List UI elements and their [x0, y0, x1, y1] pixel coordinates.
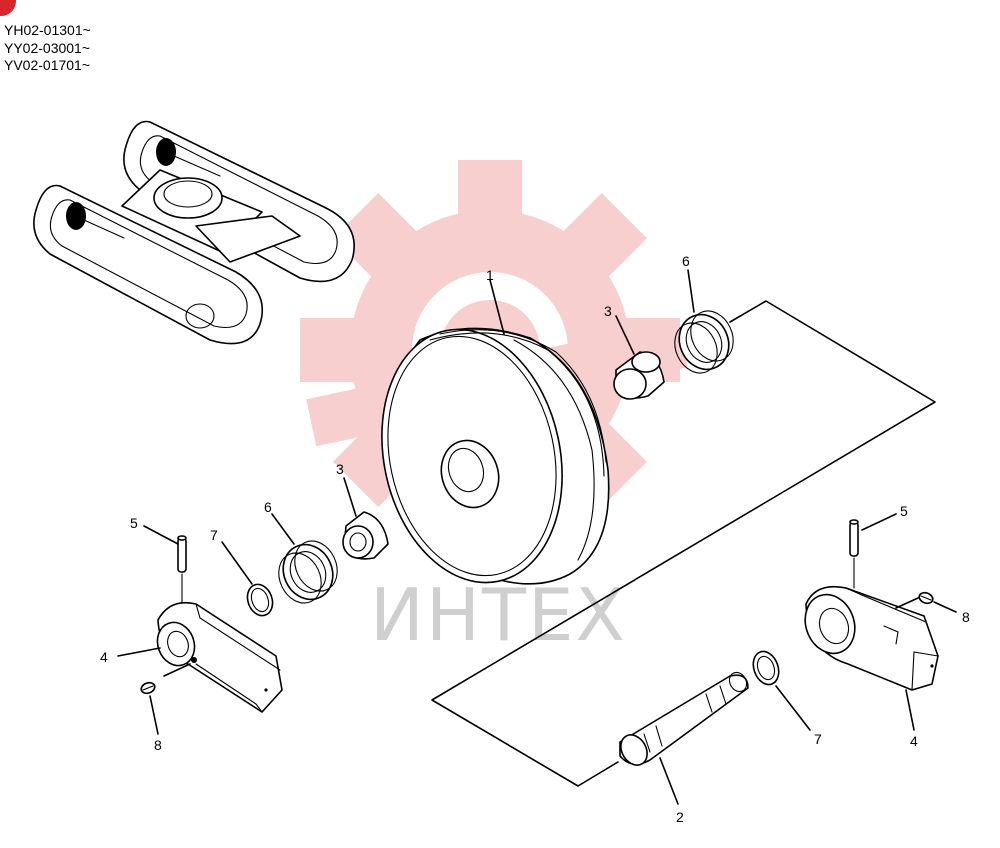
leader-6-left: [271, 513, 295, 545]
callout-7-left: 7: [210, 527, 218, 543]
callout-3-left: 3: [336, 461, 344, 477]
leader-3-left: [343, 477, 357, 517]
leader-6-right: [687, 269, 695, 313]
callout-5-right: 5: [900, 503, 908, 519]
callout-8-left: 8: [154, 737, 162, 753]
leader-8-left: [149, 695, 159, 735]
callout-4-left: 4: [100, 649, 108, 665]
seal-left: [278, 540, 338, 604]
callout-2: 2: [676, 809, 684, 825]
serial-range-3: YV02-01701~: [4, 57, 91, 73]
leader-1: [489, 279, 505, 335]
watermark-text: ИНТЕХ: [370, 573, 627, 657]
shaft: [619, 671, 749, 766]
callout-7-right: 7: [814, 731, 822, 747]
undercarriage-thumbnail: [33, 120, 355, 345]
leader-5-right: [861, 513, 897, 531]
bushing-left: [342, 511, 389, 560]
leader-8-right: [933, 601, 957, 613]
callout-3-right: 3: [604, 303, 612, 319]
callout-4-right: 4: [910, 733, 918, 749]
callout-6-left: 6: [264, 499, 272, 515]
leader-2: [659, 757, 679, 805]
leader-4-right: [905, 689, 915, 731]
oring-right: [752, 650, 780, 686]
callout-8-right: 8: [962, 609, 970, 625]
leader-5-left: [143, 525, 179, 545]
leader-4-left: [117, 647, 161, 657]
callout-1: 1: [486, 267, 494, 283]
leader-7-left: [221, 541, 253, 585]
plug-right: [918, 591, 934, 605]
leader-7-right: [775, 685, 811, 731]
bracket-left: [156, 601, 283, 713]
plug-left: [140, 681, 156, 695]
bushing-right: [613, 351, 665, 400]
reference-plane: [431, 300, 936, 787]
leader-8-left-tip: [163, 663, 191, 677]
seal-right: [674, 310, 734, 374]
serial-ranges: YH02-01301~ YY02-03001~ YV02-01701~: [4, 22, 91, 75]
pin-right: [849, 519, 859, 557]
serial-range-1: YH02-01301~: [4, 22, 91, 38]
serial-range-2: YY02-03001~: [4, 39, 91, 56]
leader-8-right-tip: [895, 597, 919, 609]
callout-6-right: 6: [682, 253, 690, 269]
idler-wheel: [381, 327, 610, 585]
leader-3-right: [615, 315, 635, 355]
bracket-right: [804, 585, 939, 691]
callout-5-left: 5: [130, 515, 138, 531]
oring-left: [246, 583, 274, 617]
pin-left: [177, 535, 187, 573]
